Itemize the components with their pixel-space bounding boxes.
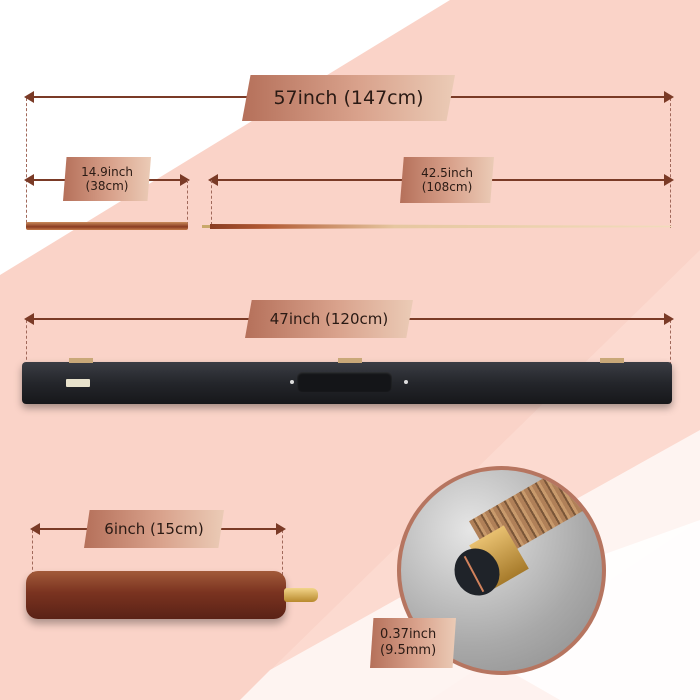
case-latch (69, 358, 93, 363)
case-rivet (404, 380, 408, 384)
dash-shaft-left (211, 180, 212, 225)
dash-left-full (26, 98, 27, 228)
case-latch (600, 358, 624, 363)
case-rivet (290, 380, 294, 384)
dash-ext-left (32, 530, 33, 575)
dash-case-right (670, 320, 671, 365)
dash-case-left (26, 320, 27, 365)
extension-image (26, 571, 286, 619)
dash-butt-right (187, 180, 188, 225)
cue-case-image (22, 358, 672, 404)
cue-butt-image (26, 222, 188, 230)
dash-right-full (670, 98, 671, 228)
case-brand-plate (66, 379, 90, 387)
label-tip-diameter: 0.37inch(9.5mm) (370, 618, 456, 668)
label-full-cue-length: 57inch (147cm) (242, 75, 455, 121)
case-handle (297, 372, 392, 392)
cue-joint-pin (202, 225, 212, 228)
case-latch (338, 358, 362, 363)
dash-ext-right (282, 530, 283, 575)
label-case-length: 47inch (120cm) (245, 300, 413, 338)
label-butt-length: 14.9inch(38cm) (63, 157, 151, 201)
label-shaft-length: 42.5inch(108cm) (400, 157, 494, 203)
cue-shaft-image (210, 224, 672, 229)
label-extension-length: 6inch (15cm) (84, 510, 224, 548)
extension-brass-thread (284, 588, 318, 602)
